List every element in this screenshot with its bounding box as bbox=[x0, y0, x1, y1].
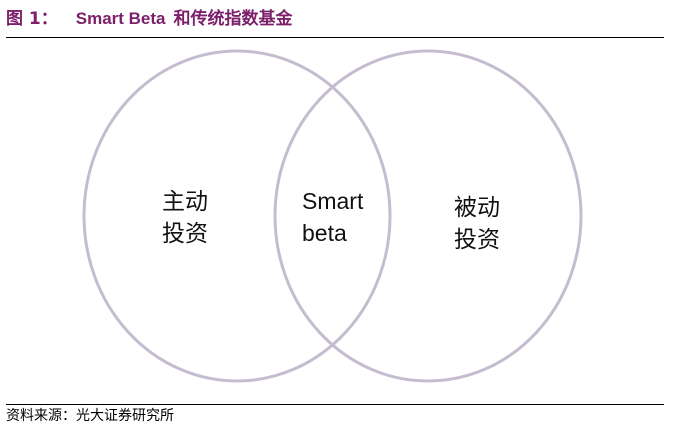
source-note: 资料来源：光大证券研究所 bbox=[6, 408, 174, 424]
left-circle bbox=[82, 49, 392, 383]
overlap-label: Smart beta bbox=[302, 188, 364, 246]
right-circle bbox=[273, 49, 583, 383]
figure-title-latin: Smart Beta bbox=[75, 9, 166, 28]
bottom-rule bbox=[6, 404, 664, 405]
left-circle-label: 主动 投资 bbox=[162, 189, 208, 247]
top-rule bbox=[6, 37, 664, 38]
figure-title-cjk: 和传统指数基金 bbox=[173, 9, 293, 29]
figure-label: 图 1： bbox=[6, 9, 58, 29]
figure-title: 图 1： Smart Beta 和传统指数基金 bbox=[6, 4, 293, 34]
right-circle-label: 被动 投资 bbox=[454, 195, 500, 253]
